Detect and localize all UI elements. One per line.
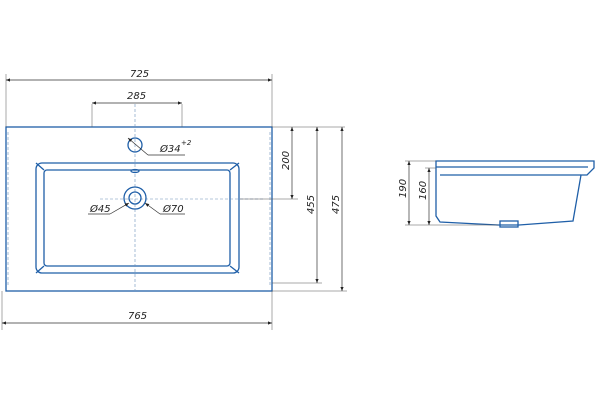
bowl-corner-line bbox=[229, 162, 240, 171]
basin-outer-outline bbox=[5, 126, 273, 292]
drain-inner-label: Ø45 bbox=[89, 203, 111, 215]
height-160-label: 160 bbox=[418, 181, 429, 200]
drain-outer-circle bbox=[123, 186, 147, 210]
drain-inner-circle bbox=[128, 191, 142, 205]
height-190-label: 190 bbox=[398, 179, 409, 198]
drain-inner-leader bbox=[109, 202, 130, 215]
faucet-hole-tolerance: +2 bbox=[181, 139, 192, 147]
bowl-outer-rim bbox=[35, 162, 240, 274]
depth-200-label: 200 bbox=[281, 151, 292, 170]
depth-455-label: 455 bbox=[306, 195, 317, 214]
faucet-hole-label: Ø34 bbox=[159, 143, 181, 155]
bowl-inner bbox=[43, 169, 231, 267]
bowl-corner-line bbox=[229, 265, 240, 274]
bowl-corner-line bbox=[35, 162, 45, 171]
faucet-hole bbox=[127, 137, 143, 153]
bowl-corner-line bbox=[35, 265, 45, 274]
overflow-slot bbox=[130, 168, 140, 174]
width-725-label: 725 bbox=[130, 69, 149, 80]
side-drain-stub bbox=[499, 220, 519, 228]
top-view: Ø34 +2 Ø45 Ø70 725 285 765 200 455 bbox=[1, 69, 347, 330]
drain-outer-label: Ø70 bbox=[162, 203, 184, 215]
width-765-label: 765 bbox=[128, 311, 147, 322]
faucet-offset-label: 285 bbox=[127, 91, 146, 102]
side-view: 190 160 bbox=[398, 160, 595, 228]
depth-475-label: 475 bbox=[331, 195, 342, 214]
drain-outer-leader bbox=[144, 202, 161, 215]
side-top-slab bbox=[435, 160, 595, 226]
faucet-leader bbox=[127, 137, 149, 156]
